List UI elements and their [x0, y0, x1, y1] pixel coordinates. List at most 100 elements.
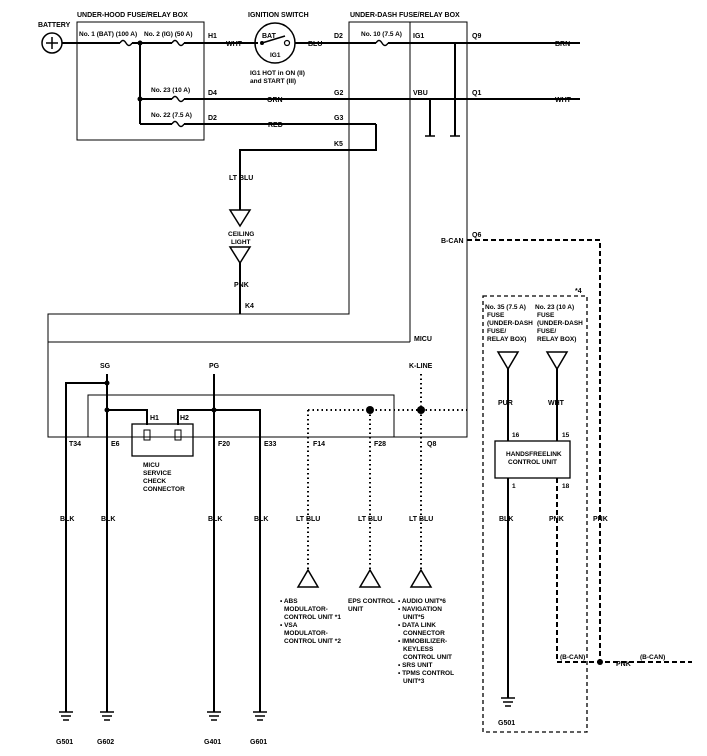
svg-text:• VSA: • VSA [280, 622, 298, 629]
underhood-fuse-box [76, 21, 205, 141]
ignition-bat: BAT [262, 33, 277, 40]
ground-g602-symbol [100, 711, 114, 721]
abs-vsa-connector-symbol [296, 568, 320, 588]
wire-label-b-can: B-CAN [441, 238, 464, 245]
wire-t34 [65, 382, 107, 712]
wire-label-blk-4: BLK [254, 516, 268, 523]
wire-label-blk-handsfree: BLK [499, 516, 513, 523]
pin-e6: E6 [111, 441, 120, 448]
ceiling-light-line2: LIGHT [231, 239, 251, 246]
svg-text:EPS CONTROL: EPS CONTROL [348, 598, 395, 605]
pin-q8: Q8 [427, 441, 436, 448]
wire-label-blk-1: BLK [60, 516, 74, 523]
pin-q6: Q6 [472, 232, 481, 239]
wire-label-brn: BRN [555, 41, 570, 48]
fuse-1-symbol [88, 39, 133, 47]
svg-text:CONTROL UNIT *1: CONTROL UNIT *1 [284, 614, 341, 621]
wire-label-pnk-ceiling: PNK [234, 282, 249, 289]
ignition-note-2: and START (III) [250, 78, 296, 85]
wire-h2 [177, 409, 214, 425]
pin-g3: G3 [334, 115, 343, 122]
handsfree-star-note: *4 [575, 288, 582, 295]
svg-text:MODULATOR-: MODULATOR- [284, 606, 328, 613]
hf-pin-16: 16 [512, 432, 520, 439]
connector-label-4: CONNECTOR [143, 486, 185, 493]
wire-h1 [107, 409, 148, 425]
wire-b-can [467, 239, 601, 662]
pin-h1: H1 [208, 33, 217, 40]
ignition-contact [261, 35, 286, 44]
hf-b-can-paren: (B-CAN) [560, 654, 585, 661]
ignition-note-1: IG1 HOT in ON (II) [250, 70, 305, 77]
svg-text:(UNDER-DASH: (UNDER-DASH [487, 320, 533, 327]
hf-pin-18: 18 [562, 483, 570, 490]
micu-k-line: K-LINE [409, 363, 433, 370]
micu-service-check-connector [131, 423, 194, 457]
wire-label-pnk-right: PNK [616, 661, 631, 668]
pin-f28: F28 [374, 441, 386, 448]
wire-label-wht-q1: WHT [555, 97, 572, 104]
junction-dot [104, 407, 110, 413]
ceiling-light-symbol [228, 209, 252, 228]
wire-lt-blu-ceiling [239, 124, 377, 210]
connector-label-3: CHECK [143, 478, 166, 485]
wire-label-blu: BLU [308, 41, 322, 48]
svg-text:KEYLESS: KEYLESS [403, 646, 434, 653]
hf-unit-line2: CONTROL UNIT [508, 459, 557, 466]
ground-g501-right-symbol [501, 697, 515, 707]
svg-text:FUSE/: FUSE/ [487, 328, 506, 335]
wire-label-lt-blu-1: LT BLU [296, 516, 320, 523]
fuse-35-text: No. 35 (7.5 A) FUSE (UNDER-DASH FUSE/ RE… [485, 304, 533, 343]
svg-text:RELAY BOX): RELAY BOX) [487, 336, 526, 343]
pin-q1: Q1 [472, 90, 481, 97]
svg-text:UNIT*5: UNIT*5 [403, 614, 425, 621]
svg-text:CONNECTOR: CONNECTOR [403, 630, 445, 637]
fuse-23-symbol [140, 95, 185, 103]
underhood-box-title: UNDER-HOOD FUSE/RELAY BOX [77, 12, 188, 19]
wire-pnk-b-can [556, 478, 640, 663]
fuse-10-symbol [362, 39, 410, 47]
underdash-ig1: IG1 [413, 33, 424, 40]
svg-text:• TPMS CONTROL: • TPMS CONTROL [398, 670, 454, 677]
pin-t34: T34 [69, 441, 81, 448]
wire-label-blk-3: BLK [208, 516, 222, 523]
pin-d4: D4 [208, 90, 217, 97]
ceiling-light-symbol-lower [228, 246, 252, 265]
underdash-box-title: UNDER-DASH FUSE/RELAY BOX [350, 12, 460, 19]
ignition-terminal [260, 41, 264, 45]
micu-connector-region [87, 394, 395, 438]
wire-label-red: RED [268, 122, 283, 129]
hf-pin-15: 15 [562, 432, 570, 439]
fuse-22-symbol [140, 120, 185, 128]
fuse-22-label: No. 22 (7.5 A) [151, 112, 192, 119]
fuse-2-symbol [132, 39, 258, 47]
right-b-can-label: (B-CAN) [640, 654, 665, 661]
fuse-35-connector-symbol [496, 351, 520, 371]
wire-label-pnk-hf: PNK [549, 516, 564, 523]
pin-g2: G2 [334, 90, 343, 97]
svg-text:(UNDER-DASH: (UNDER-DASH [537, 320, 583, 327]
svg-text:RELAY BOX): RELAY BOX) [537, 336, 576, 343]
ground-g501-symbol [59, 711, 73, 721]
connector-h1-label: H1 [150, 415, 159, 422]
pin-f20: F20 [218, 441, 230, 448]
wire-label-blk-2: BLK [101, 516, 115, 523]
ignition-terminal [283, 39, 291, 47]
ceiling-light-line1: CEILING [228, 231, 254, 238]
wire-label-lt-blu-ceiling: LT BLU [229, 175, 253, 182]
ignition-switch-title: IGNITION SWITCH [248, 12, 309, 19]
hf-pin-1: 1 [512, 483, 516, 490]
audio-network-text: • AUDIO UNIT*6 • NAVIGATION UNIT*5 • DAT… [398, 598, 454, 685]
fuse-1-label: No. 1 (BAT) (100 A) [79, 31, 137, 38]
ground-g501-label: G501 [56, 739, 73, 746]
battery-label: BATTERY [38, 22, 71, 29]
fuse-23-connector-symbol [545, 351, 569, 371]
battery-symbol [41, 32, 63, 54]
handsfree-option-box [482, 295, 588, 733]
fuse-10-label: No. 10 (7.5 A) [361, 31, 402, 38]
ground-g401-label: G401 [204, 739, 221, 746]
svg-text:CONTROL UNIT *2: CONTROL UNIT *2 [284, 638, 341, 645]
ground-g601-symbol [253, 711, 267, 721]
ground-g601-label: G601 [250, 739, 267, 746]
